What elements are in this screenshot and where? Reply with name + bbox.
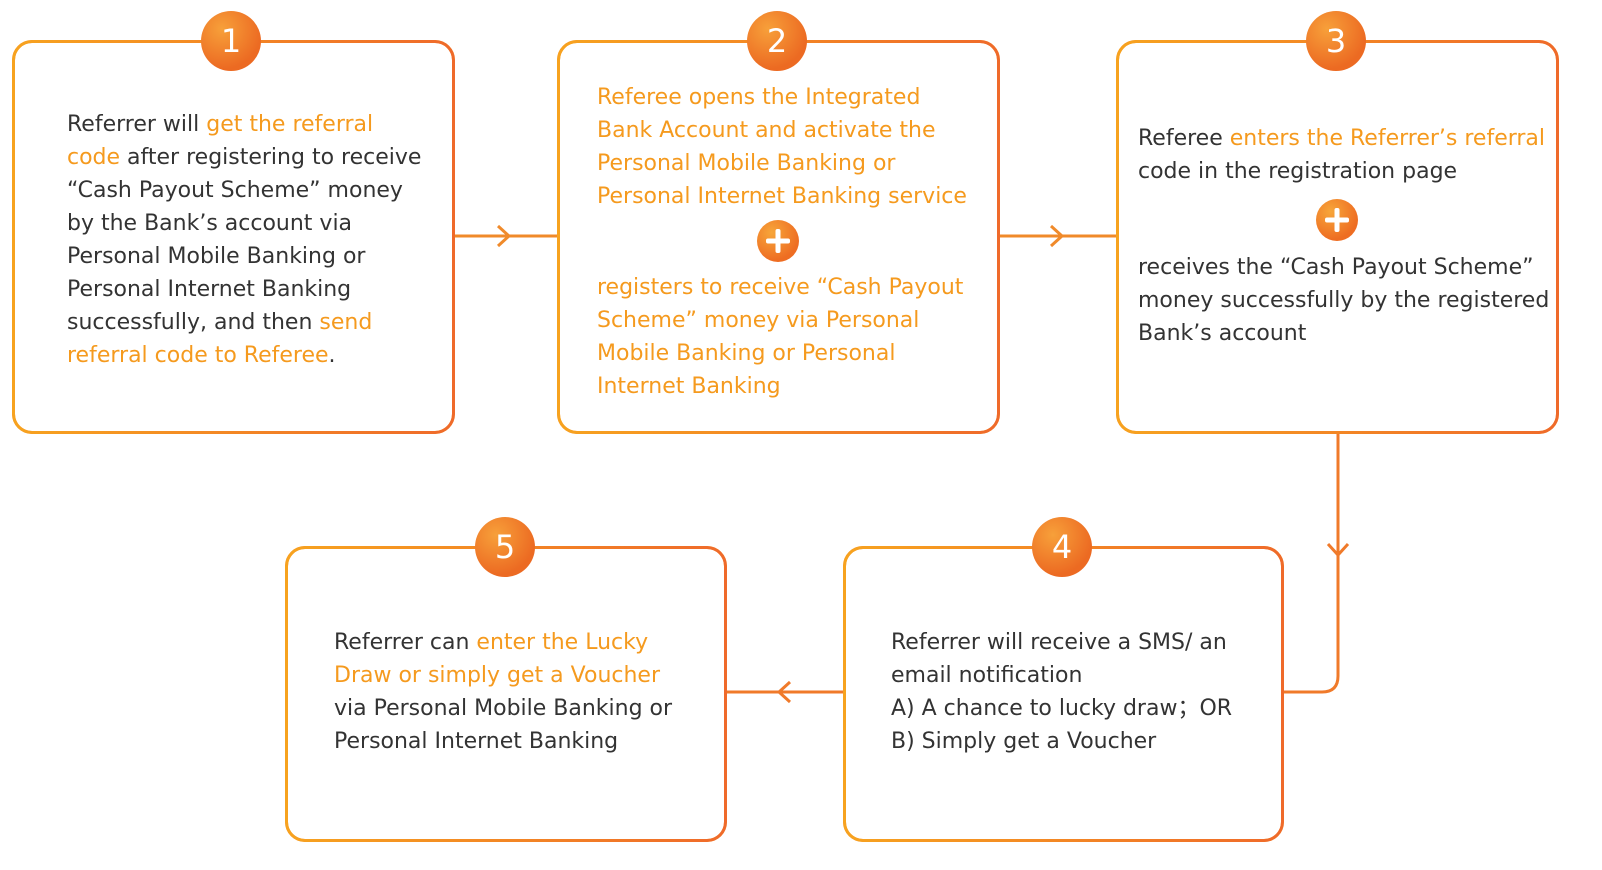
step-4-card bbox=[843, 546, 1284, 842]
text-line: code after registering to receive bbox=[67, 141, 421, 174]
text-line: Personal Mobile Banking or bbox=[67, 240, 421, 273]
arrow-down-icon bbox=[1326, 542, 1350, 558]
body-text: after registering to receive bbox=[120, 145, 422, 170]
step-5-number-badge: 5 bbox=[475, 517, 535, 577]
text-line: Scheme” money via Personal bbox=[597, 304, 963, 337]
step-3-text-top: Referee enters the Referrer’s referral co… bbox=[1138, 122, 1545, 188]
arrow-left-icon bbox=[776, 680, 792, 704]
text-line: Bank’s account bbox=[1138, 317, 1549, 350]
body-text: Personal Internet Banking bbox=[334, 729, 619, 754]
text-line: A) A chance to lucky draw；OR bbox=[891, 692, 1232, 725]
text-line: by the Bank’s account via bbox=[67, 207, 421, 240]
body-text: via Personal Mobile Banking or bbox=[334, 696, 673, 721]
body-text: code in the registration page bbox=[1138, 159, 1458, 184]
text-line: Internet Banking bbox=[597, 370, 963, 403]
text-line: Personal Mobile Banking or bbox=[597, 147, 967, 180]
body-text: email notification bbox=[891, 663, 1083, 688]
text-line: Personal Internet Banking bbox=[67, 273, 421, 306]
text-line: Referrer can enter the Lucky bbox=[334, 626, 672, 659]
text-line: Draw or simply get a Voucher bbox=[334, 659, 672, 692]
text-line: referral code to Referee. bbox=[67, 339, 421, 372]
connector-2-to-3 bbox=[1000, 224, 1116, 248]
plus-icon bbox=[757, 220, 799, 262]
step-2-number-badge: 2 bbox=[747, 11, 807, 71]
body-text: Referee bbox=[1138, 126, 1230, 151]
arrow-right-icon bbox=[1049, 224, 1065, 248]
connector-3-to-4 bbox=[1284, 432, 1350, 694]
text-line: code in the registration page bbox=[1138, 155, 1545, 188]
highlight-text: Mobile Banking or Personal bbox=[597, 341, 896, 366]
step-3-number-badge: 3 bbox=[1306, 11, 1366, 71]
step-3-text-bottom: receives the “Cash Payout Scheme” money s… bbox=[1138, 251, 1549, 350]
highlight-text: send bbox=[319, 310, 373, 335]
text-line: Personal Internet Banking bbox=[334, 725, 672, 758]
connector-1-to-2 bbox=[455, 224, 557, 248]
connector-4-to-5 bbox=[727, 680, 843, 704]
text-line: successfully, and then send bbox=[67, 306, 421, 339]
body-text: Referrer will bbox=[67, 112, 207, 137]
step-4-text: Referrer will receive a SMS/ an email not… bbox=[891, 626, 1232, 758]
text-line: Referee enters the Referrer’s referral bbox=[1138, 122, 1545, 155]
text-line: Referrer will get the referral bbox=[67, 108, 421, 141]
text-line: Referee opens the Integrated bbox=[597, 81, 967, 114]
body-text: Referrer can bbox=[334, 630, 477, 655]
highlight-text: get the referral bbox=[206, 112, 374, 137]
highlight-text: code bbox=[67, 145, 121, 170]
highlight-text: Scheme” money via Personal bbox=[597, 308, 920, 333]
body-text: “Cash Payout Scheme” money bbox=[67, 178, 403, 203]
body-text: Bank’s account bbox=[1138, 321, 1307, 346]
highlight-text: Personal Mobile Banking or bbox=[597, 151, 896, 176]
plus-icon bbox=[1316, 199, 1358, 241]
highlight-text: Referee opens the Integrated bbox=[597, 85, 921, 110]
body-text: Personal Internet Banking bbox=[67, 277, 352, 302]
text-line: Bank Account and activate the bbox=[597, 114, 967, 147]
highlight-text: Bank Account and activate the bbox=[597, 118, 936, 143]
step-5-card bbox=[285, 546, 727, 842]
highlight-text: registers to receive “Cash Payout bbox=[597, 275, 964, 300]
body-text: money successfully by the registered bbox=[1138, 288, 1550, 313]
highlight-text: referral code to Referee bbox=[67, 343, 329, 368]
highlight-text: enter the Lucky bbox=[476, 630, 649, 655]
text-line: “Cash Payout Scheme” money bbox=[67, 174, 421, 207]
highlight-text: Personal Internet Banking service bbox=[597, 184, 967, 209]
highlight-text: Internet Banking bbox=[597, 374, 781, 399]
step-1-number-badge: 1 bbox=[201, 11, 261, 71]
text-line: receives the “Cash Payout Scheme” bbox=[1138, 251, 1549, 284]
text-line: Mobile Banking or Personal bbox=[597, 337, 963, 370]
body-text: Referrer will receive a SMS/ an bbox=[891, 630, 1227, 655]
body-text: . bbox=[328, 343, 336, 368]
arrow-right-icon bbox=[496, 224, 512, 248]
text-line: email notification bbox=[891, 659, 1232, 692]
body-text: successfully, and then bbox=[67, 310, 320, 335]
body-text: A) A chance to lucky draw；OR bbox=[891, 696, 1233, 721]
body-text: Personal Mobile Banking or bbox=[67, 244, 366, 269]
text-line: Referrer will receive a SMS/ an bbox=[891, 626, 1232, 659]
text-line: money successfully by the registered bbox=[1138, 284, 1549, 317]
body-text: B) Simply get a Voucher bbox=[891, 729, 1157, 754]
highlight-text: Draw or simply get a Voucher bbox=[334, 663, 661, 688]
highlight-text: enters the Referrer’s referral bbox=[1229, 126, 1546, 151]
step-4-number-badge: 4 bbox=[1032, 517, 1092, 577]
text-line: Personal Internet Banking service bbox=[597, 180, 967, 213]
body-text: receives the “Cash Payout Scheme” bbox=[1138, 255, 1534, 280]
text-line: registers to receive “Cash Payout bbox=[597, 271, 963, 304]
text-line: via Personal Mobile Banking or bbox=[334, 692, 672, 725]
body-text: by the Bank’s account via bbox=[67, 211, 353, 236]
text-line: B) Simply get a Voucher bbox=[891, 725, 1232, 758]
